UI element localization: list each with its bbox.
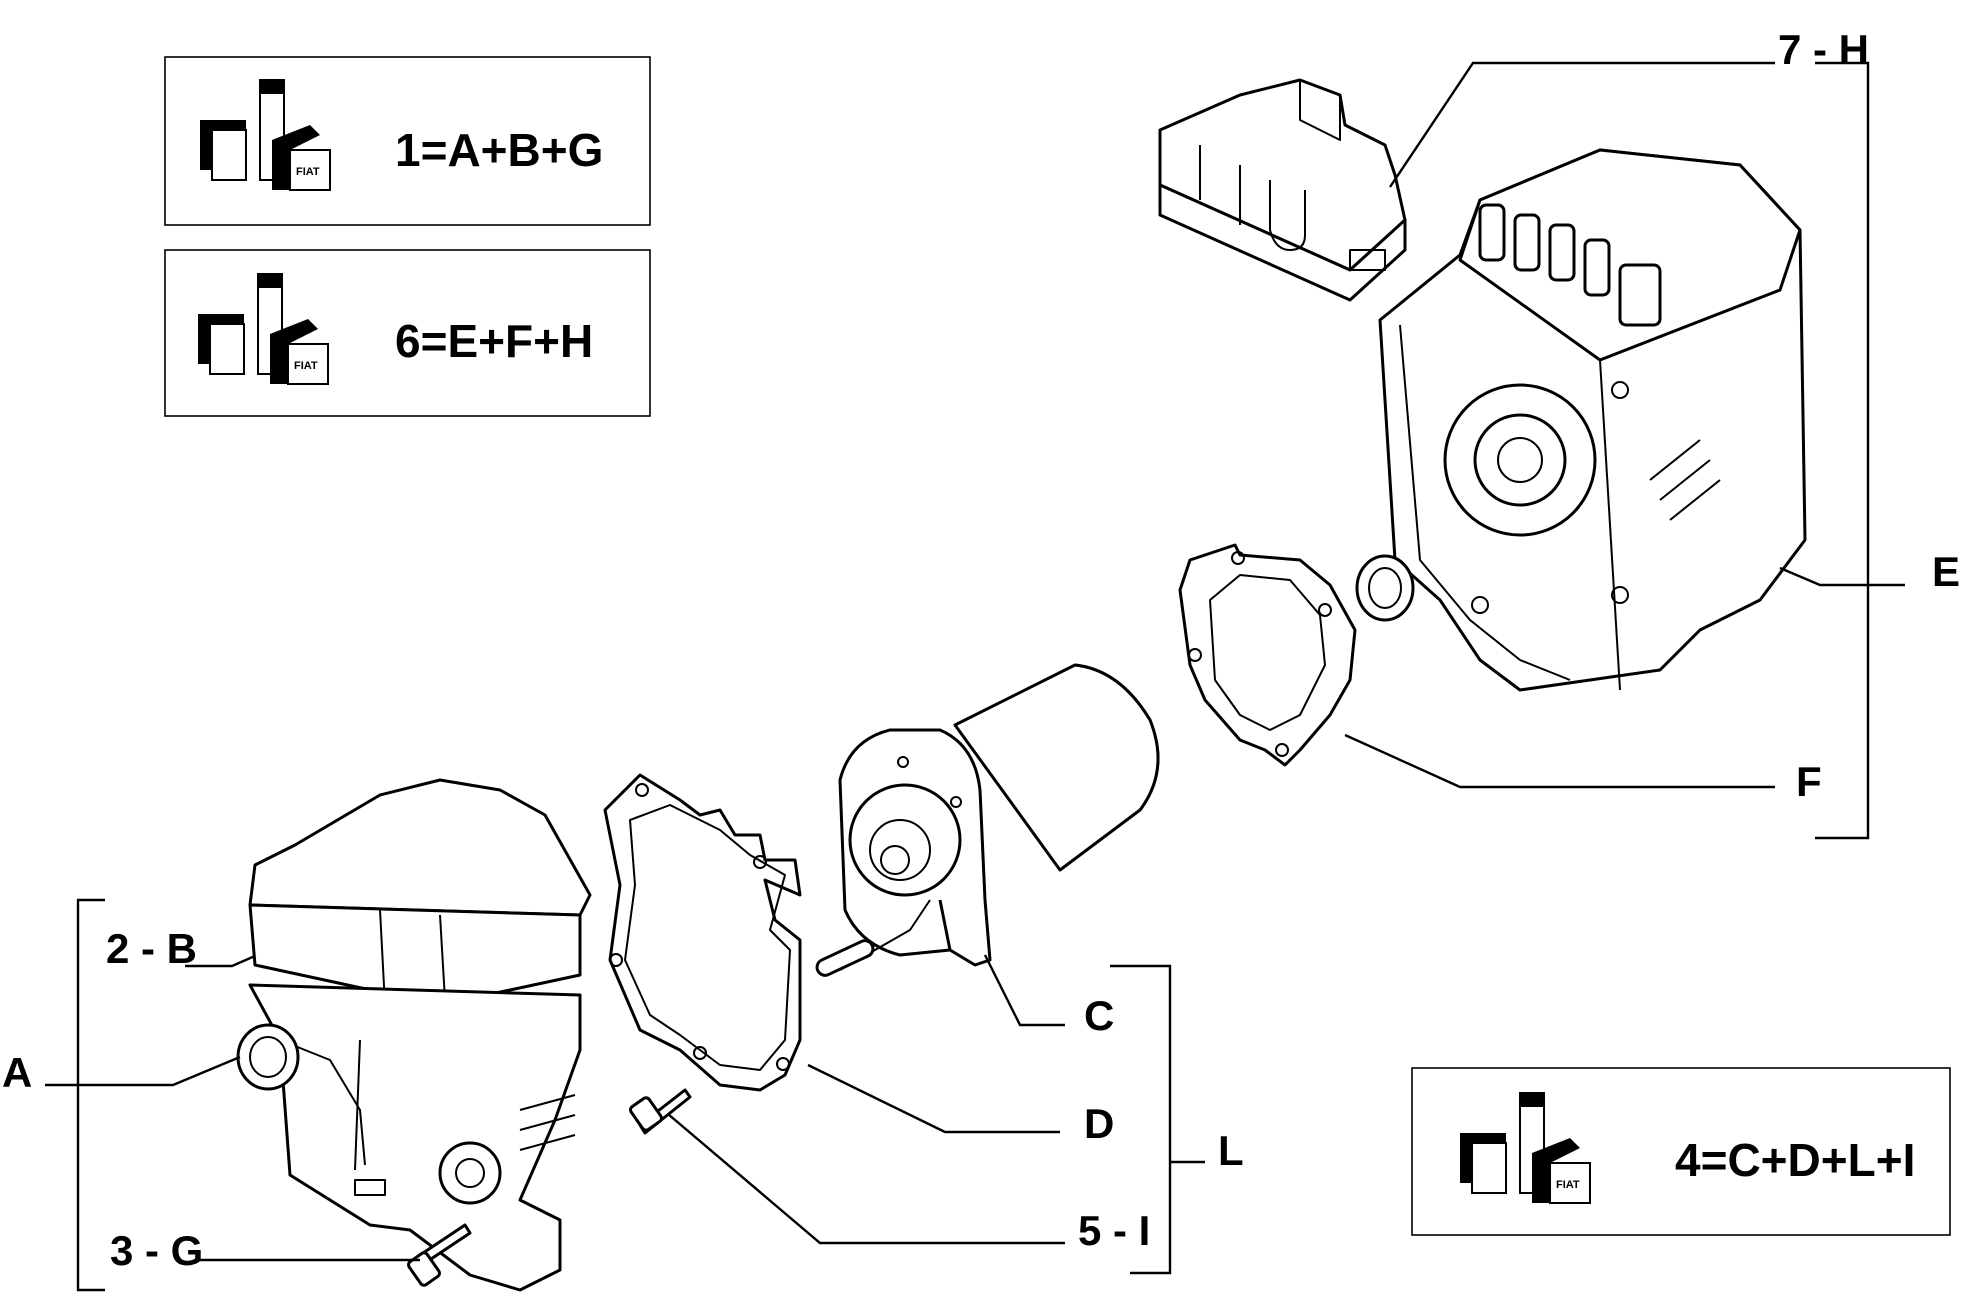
label-f: F: [1796, 758, 1822, 805]
kit-formula-1: 1=A+B+G: [395, 124, 603, 176]
label-2-b: 2 - B: [106, 925, 197, 972]
svg-text:FIAT: FIAT: [1556, 1179, 1580, 1191]
label-e: E: [1932, 548, 1960, 595]
kit-logo-icon: FIAT: [200, 79, 331, 191]
kit-logo-icon: FIAT: [1460, 1092, 1591, 1204]
kit-formula-4: 4=C+D+L+I: [1675, 1134, 1915, 1186]
label-3-g: 3 - G: [110, 1227, 203, 1274]
part-d-gasket: [603, 773, 802, 1092]
label-5-i: 5 - I: [1078, 1207, 1150, 1254]
label-l: L: [1218, 1127, 1244, 1174]
kit-box-4: FIAT 4=C+D+L+I: [1411, 1067, 1951, 1236]
part-b-cover: [248, 778, 592, 1016]
part-e-pump-body: [1355, 148, 1807, 692]
leader-lines: [45, 61, 1905, 1292]
label-c: C: [1084, 992, 1114, 1039]
kit-formula-6: 6=E+F+H: [395, 315, 593, 367]
kit-box-6: FIAT 6=E+F+H: [164, 249, 651, 417]
part-i-screw: [629, 1088, 692, 1135]
part-f-gasket: [1178, 543, 1357, 767]
part-a-housing: [236, 983, 582, 1292]
kit-logo-icon: FIAT: [198, 273, 329, 385]
svg-text:FIAT: FIAT: [296, 166, 320, 178]
part-c-motor: [815, 663, 1160, 977]
label-d: D: [1084, 1100, 1114, 1147]
kit-box-1: FIAT 1=A+B+G: [164, 56, 651, 226]
label-7-h: 7 - H: [1778, 26, 1869, 73]
label-a: A: [2, 1049, 32, 1096]
svg-text:FIAT: FIAT: [294, 360, 318, 372]
part-h-cover: [1158, 78, 1407, 302]
